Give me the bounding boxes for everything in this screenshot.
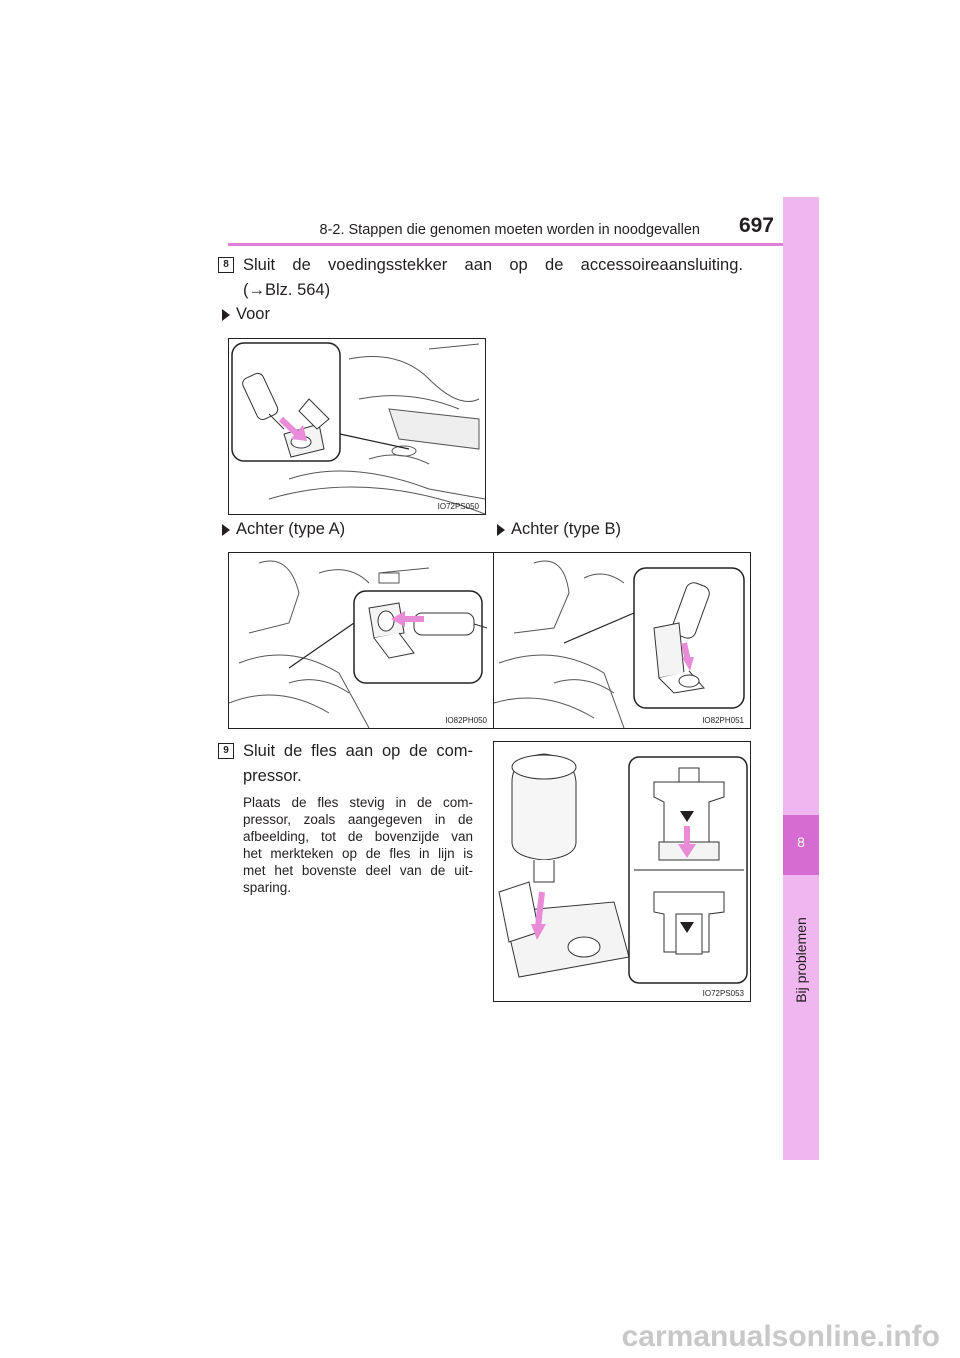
chapter-tab <box>783 197 819 1160</box>
front-outlet-illustration <box>231 342 485 514</box>
figure-rear-a-outlet: IO82PH050 <box>228 552 494 729</box>
step-9-text-line2: pressor. <box>243 767 302 785</box>
step-9-instructions: Plaats de fles stevig in de com- pressor… <box>243 795 473 895</box>
bottle-compressor-illustration <box>498 753 748 984</box>
rear-a-heading: Achter (type A) <box>222 520 345 539</box>
figure-code: IO82PH050 <box>445 716 487 725</box>
bullet-triangle-icon <box>497 523 505 536</box>
rear-b-heading: Achter (type B) <box>497 520 621 539</box>
rear-b-outlet-illustration <box>494 560 745 728</box>
chapter-label: Bij problemen <box>793 917 809 1003</box>
step-9-text-line1: Sluit de fles aan op de com- <box>243 742 473 760</box>
figure-bottle-compressor: IO72PS053 <box>493 741 751 1002</box>
figure-front-outlet: IO72PS050 <box>228 338 486 515</box>
figure-code: IO72PS050 <box>437 502 479 511</box>
chapter-tab-marker <box>783 815 819 875</box>
step-8-badge: 8 <box>218 257 234 273</box>
front-heading: Voor <box>222 305 270 324</box>
step-8-ref: (→Blz. 564) <box>243 281 331 299</box>
rear-a-outlet-illustration <box>229 560 488 728</box>
watermark: carmanualsonline.info <box>621 1320 940 1353</box>
chapter-number: 8 <box>797 834 805 850</box>
figure-code: IO72PS053 <box>702 989 744 998</box>
step-8-text: Sluit de voedingsstekker aan op de acces… <box>243 256 743 274</box>
figure-code: IO82PH051 <box>702 716 744 725</box>
figure-rear-b-outlet: IO82PH051 <box>493 552 751 729</box>
header-rule <box>228 243 818 246</box>
step-9-badge: 9 <box>218 743 234 759</box>
page-number: 697 <box>738 214 774 237</box>
section-title: 8-2. Stappen die genomen moeten worden i… <box>319 222 701 238</box>
bullet-triangle-icon <box>222 523 230 536</box>
bullet-triangle-icon <box>222 308 230 321</box>
